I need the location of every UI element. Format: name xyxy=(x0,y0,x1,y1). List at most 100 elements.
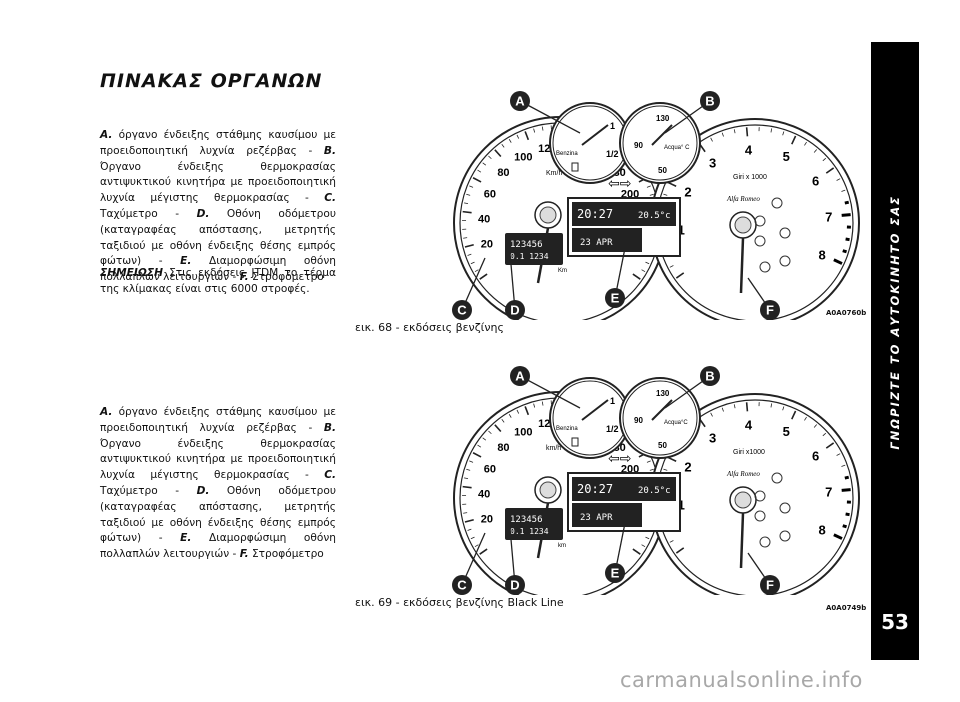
speedometer-tick xyxy=(463,512,468,514)
speedometer-tick xyxy=(470,261,475,265)
display-outside-temp: 20.5°c xyxy=(638,211,671,221)
speedometer-tick xyxy=(533,128,536,133)
tachometer-tick xyxy=(770,128,773,133)
fuel-reserve-icon xyxy=(571,162,579,172)
item-text: Διαμορφώσιμη οθόνη πολλαπλών λειτουργιών… xyxy=(100,255,337,284)
display-top-band xyxy=(572,477,676,501)
description-paragraph-2: A. όργανο ένδειξης στάθμης καυσίμου με π… xyxy=(100,405,336,563)
odometer-value: 123456 xyxy=(510,240,543,250)
speedometer-tick xyxy=(494,149,502,158)
tachometer-tick xyxy=(845,237,850,242)
speedometer-tick xyxy=(464,477,469,480)
temp-gauge-dial xyxy=(622,380,698,456)
speedometer-tick xyxy=(516,409,520,414)
item-marker: C. xyxy=(324,469,336,482)
tachometer-label: 1 xyxy=(678,222,685,237)
speedometer-tick xyxy=(541,401,544,406)
tachometer-tick xyxy=(782,406,785,411)
tachometer-tick xyxy=(733,129,736,134)
item-marker: D. xyxy=(196,207,210,220)
tachometer-tick xyxy=(669,540,674,543)
tachometer-tick xyxy=(841,488,851,492)
rev-unit: Giri x1000 xyxy=(733,449,765,456)
tachometer-label: 7 xyxy=(825,210,832,225)
item-marker: E. xyxy=(180,532,192,545)
callout-marker xyxy=(510,91,530,111)
fuel-gauge-label-full: 1 xyxy=(610,396,615,406)
fuel-gauge-dial xyxy=(552,380,628,456)
callout-leader xyxy=(519,375,581,409)
callout-letter: E xyxy=(611,291,620,306)
instrument-panel-figure-69: 20406080100120140160180200220240km/h1234… xyxy=(452,366,860,595)
warning-lamp-icon xyxy=(754,235,766,247)
tachometer-tick xyxy=(822,157,827,162)
tachometer-tick xyxy=(675,272,685,279)
display-outside-temp: 20.5°c xyxy=(638,486,671,496)
speedometer-tick xyxy=(462,485,472,489)
note-heading: ΣΗΜΕΙΩΣΗ xyxy=(100,267,163,279)
tachometer-tick xyxy=(710,412,713,417)
tachometer-label: 6 xyxy=(812,174,819,189)
tachometer-tick xyxy=(791,410,797,420)
figure-code-69: A0A0749b xyxy=(826,604,867,612)
trip-value: 0.1 1234 xyxy=(510,252,549,261)
callout-letter: D xyxy=(510,303,519,318)
speedometer-label: 100 xyxy=(514,151,532,163)
fuel-gauge-dial xyxy=(552,105,628,181)
callout-letter: D xyxy=(510,578,519,593)
chapter-title-text: ΓΝΩΡΙΖΤΕ ΤΟ ΑΥΤΟΚΙΝΗΤΟ ΣΑΣ xyxy=(888,194,902,450)
display-bottom-band xyxy=(572,228,642,252)
speedometer-tick xyxy=(466,468,471,471)
tachometer-tick xyxy=(710,137,713,142)
fuel-gauge-label-half: 1/2 xyxy=(606,424,619,434)
item-text: Όργανο ένδειξης θερμοκρασίας αντιψυκτικο… xyxy=(100,437,336,482)
callout-marker xyxy=(505,575,525,595)
warning-lamp-icon xyxy=(759,536,771,548)
figure-code-68: A0A0760b xyxy=(826,309,867,317)
item-text: Οθόνη οδόμετρου (καταγραφέας απόστασης, … xyxy=(100,207,336,268)
tachometer-label: 3 xyxy=(709,430,716,445)
callout-marker xyxy=(760,575,780,595)
speed-unit: Km/h xyxy=(546,170,562,177)
speedometer-tick xyxy=(470,536,475,540)
temp-gauge-label-90: 90 xyxy=(634,416,643,425)
tachometer-tick xyxy=(841,189,846,192)
callout-marker xyxy=(700,366,720,386)
item-text: Στροφόμετρο xyxy=(248,548,324,561)
speedometer-tick xyxy=(482,437,487,441)
page-number: 53 xyxy=(881,610,909,634)
callout-letter: F xyxy=(766,303,774,318)
callout-marker xyxy=(510,366,530,386)
trip-value: 0.1 1234 xyxy=(510,527,549,536)
speedometer-tick xyxy=(472,452,482,458)
speedometer-tick xyxy=(632,548,641,555)
temp-gauge-needle xyxy=(651,399,673,421)
tachometer-tick xyxy=(842,524,848,529)
speedometer-tick xyxy=(474,544,479,548)
speedometer-tick xyxy=(632,273,641,280)
speedometer-label: 40 xyxy=(478,488,490,500)
callout-marker xyxy=(760,300,780,320)
tachometer-label: 8 xyxy=(818,522,825,537)
tachometer-label: 5 xyxy=(783,149,790,164)
callout-letter: A xyxy=(515,94,525,109)
speedometer-label: 80 xyxy=(497,442,509,454)
note-text: Στις εκδόσεις JTDM το τέρμα της κλίμακας… xyxy=(100,267,336,295)
speedometer-tick xyxy=(477,169,482,173)
rev-unit: Giri x 1000 xyxy=(733,174,767,181)
tachometer-label: 7 xyxy=(825,485,832,500)
callout-marker xyxy=(452,575,472,595)
tachometer-label: 5 xyxy=(783,424,790,439)
item-marker: B. xyxy=(323,144,336,157)
speedometer-label: 60 xyxy=(484,189,496,201)
item-text: Ταχύμετρο - xyxy=(100,207,197,220)
odometer-display xyxy=(505,233,563,265)
temp-gauge-label-50: 50 xyxy=(658,166,667,175)
tachometer-label: 2 xyxy=(684,185,691,200)
tachometer-tick xyxy=(675,547,685,554)
display-top-band xyxy=(572,202,676,226)
item-text: Όργανο ένδειξης θερμοκρασίας αντιψυκτικο… xyxy=(100,160,336,205)
speedometer-tick xyxy=(463,237,468,239)
tachometer-label: 4 xyxy=(745,142,753,157)
item-text: Στροφόμετρο xyxy=(248,271,324,284)
